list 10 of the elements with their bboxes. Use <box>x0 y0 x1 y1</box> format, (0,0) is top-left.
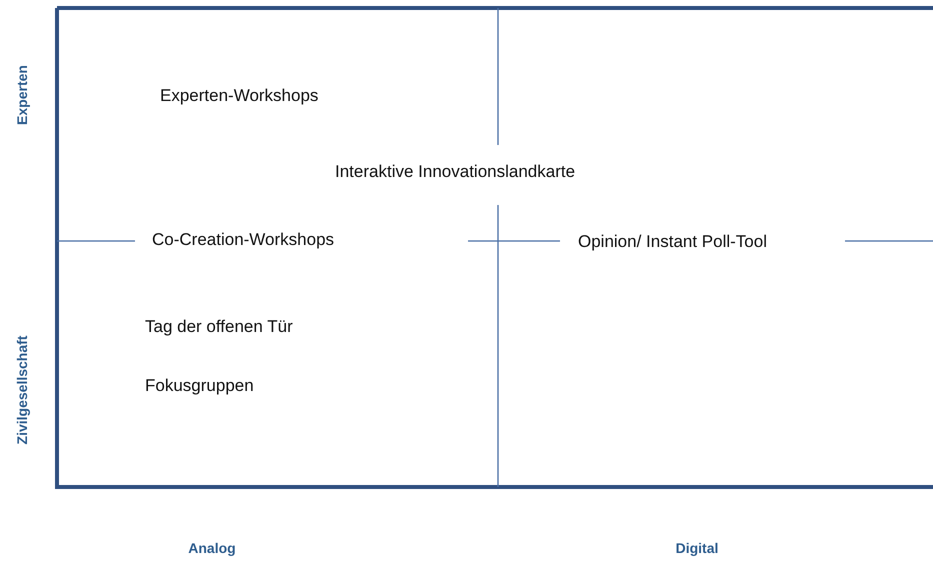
axis-label: Experten <box>14 65 30 125</box>
method-label: Tag der offenen Tür <box>145 317 293 337</box>
method-label: Fokusgruppen <box>145 376 254 396</box>
method-label: Co-Creation-Workshops <box>152 230 334 250</box>
axis-label: Digital <box>676 540 718 556</box>
method-label: Experten-Workshops <box>160 86 318 106</box>
method-label: Opinion/ Instant Poll-Tool <box>578 232 767 252</box>
axis-label: Analog <box>188 540 236 556</box>
axis-label: Zivilgesellschaft <box>14 336 30 444</box>
method-label: Interaktive Innovationslandkarte <box>335 162 576 182</box>
